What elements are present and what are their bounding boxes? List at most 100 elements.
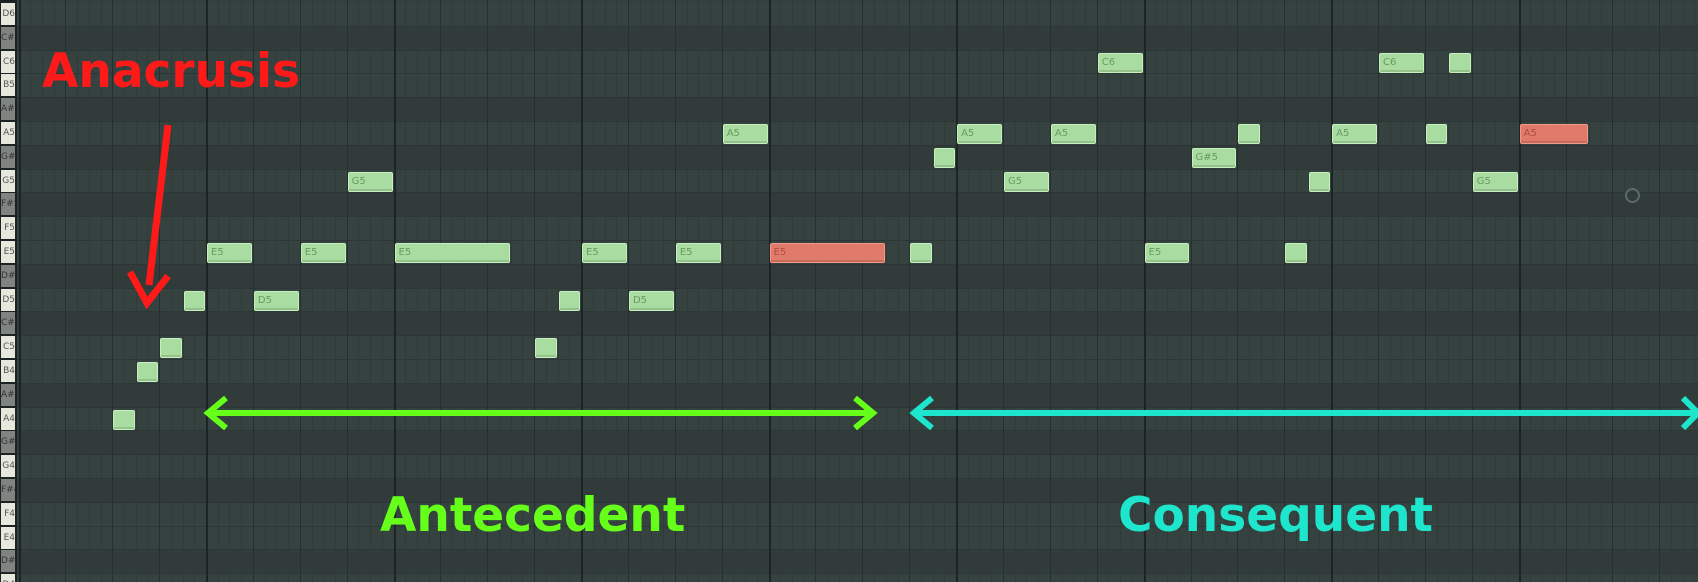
piano-key[interactable]: D6	[1, 3, 15, 25]
step-line	[1682, 0, 1684, 582]
note[interactable]	[183, 290, 206, 311]
step-line	[1026, 0, 1028, 582]
beat-line	[815, 0, 817, 582]
piano-key[interactable]: F5	[1, 217, 15, 240]
piano-key[interactable]: G5	[1, 169, 15, 192]
step-line	[967, 0, 969, 582]
note[interactable]: G5	[347, 171, 393, 192]
note-highlighted[interactable]: A5	[1519, 124, 1588, 144]
step-line	[979, 0, 981, 582]
note[interactable]: E5	[394, 243, 510, 263]
note[interactable]	[933, 147, 956, 168]
piano-key[interactable]: E5	[1, 241, 15, 263]
step-line	[803, 0, 805, 582]
step-line	[733, 0, 735, 582]
grid-row	[17, 288, 1698, 313]
piano-key[interactable]: A#4	[1, 383, 15, 406]
note[interactable]: C6	[1379, 52, 1424, 73]
step-line	[30, 0, 32, 582]
step-line	[499, 0, 501, 582]
step-line	[1225, 0, 1227, 582]
piano-key[interactable]: F#4	[1, 479, 15, 501]
piano-key[interactable]: A#5	[1, 98, 15, 121]
note[interactable]	[910, 243, 932, 263]
note[interactable]: A5	[722, 124, 768, 144]
step-line	[1694, 0, 1696, 582]
step-line	[1295, 0, 1297, 582]
beat-line	[1659, 0, 1661, 582]
beat-line	[440, 0, 442, 582]
piano-key[interactable]: D#5	[1, 264, 15, 287]
note[interactable]: A5	[1050, 124, 1096, 144]
step-line	[709, 0, 711, 582]
piano-key[interactable]: D5	[1, 288, 15, 311]
grid-row	[17, 264, 1698, 289]
note[interactable]	[1449, 52, 1471, 73]
beat-line	[862, 0, 864, 582]
bar-line	[581, 0, 584, 582]
piano-key[interactable]: C#5	[1, 312, 15, 335]
piano-key[interactable]: F4	[1, 502, 15, 525]
piano-key[interactable]: C6	[1, 50, 15, 73]
note[interactable]: E5	[207, 243, 252, 263]
note[interactable]: E5	[1144, 243, 1190, 263]
note[interactable]: E5	[675, 243, 721, 263]
piano-keyboard[interactable]: D6C#6C6B5A#5A5G#5G5F#5F5E5D#5D5C#5C5B4A#…	[0, 0, 17, 582]
piano-key[interactable]: G#5	[1, 145, 15, 168]
step-line	[1155, 0, 1157, 582]
note[interactable]	[113, 409, 135, 430]
note[interactable]: A5	[957, 124, 1002, 144]
note[interactable]	[1238, 124, 1260, 144]
beat-line	[1049, 0, 1051, 582]
note[interactable]: G5	[1472, 171, 1518, 192]
step-line	[1448, 0, 1450, 582]
note[interactable]	[160, 338, 182, 359]
piano-key[interactable]: G4	[1, 455, 15, 478]
note[interactable]: D5	[628, 290, 674, 311]
anacrusis-label: Anacrusis	[42, 44, 301, 99]
note[interactable]: A5	[1332, 124, 1377, 144]
note[interactable]: E5	[582, 243, 627, 263]
piano-key[interactable]: D#4	[1, 550, 15, 573]
note[interactable]: D5	[253, 290, 299, 311]
grid-row	[17, 383, 1698, 408]
note[interactable]	[136, 362, 159, 382]
piano-key[interactable]: B4	[1, 360, 15, 382]
step-line	[100, 0, 102, 582]
note[interactable]	[1308, 171, 1331, 192]
note[interactable]: G#5	[1191, 147, 1237, 168]
piano-key[interactable]: B5	[1, 74, 15, 97]
piano-key[interactable]: A5	[1, 122, 15, 144]
consequent-arrow	[909, 395, 1698, 431]
note[interactable]: C6	[1097, 52, 1143, 73]
note[interactable]	[1285, 243, 1307, 263]
piano-key[interactable]: C#6	[1, 26, 15, 49]
grid-row	[17, 74, 1698, 99]
step-line	[217, 0, 219, 582]
piano-key[interactable]: D4	[1, 574, 15, 582]
beat-line	[1284, 0, 1286, 582]
piano-key[interactable]: C5	[1, 336, 15, 359]
step-line	[311, 0, 313, 582]
step-line	[850, 0, 852, 582]
piano-key[interactable]: G#4	[1, 431, 15, 454]
step-line	[1272, 0, 1274, 582]
beat-line	[346, 0, 348, 582]
note[interactable]: G5	[1003, 171, 1049, 192]
note[interactable]: E5	[300, 243, 346, 263]
step-line	[370, 0, 372, 582]
piano-key[interactable]: F#5	[1, 193, 15, 216]
piano-key[interactable]: E4	[1, 526, 15, 549]
grid-row	[17, 336, 1698, 360]
step-line	[452, 0, 454, 582]
step-line	[463, 0, 465, 582]
note-highlighted[interactable]: E5	[769, 243, 885, 263]
note[interactable]	[558, 290, 581, 311]
beat-line	[65, 0, 67, 582]
step-line	[182, 0, 184, 582]
note[interactable]	[535, 338, 557, 359]
note[interactable]	[1425, 124, 1448, 144]
piano-key[interactable]: A4	[1, 407, 15, 430]
